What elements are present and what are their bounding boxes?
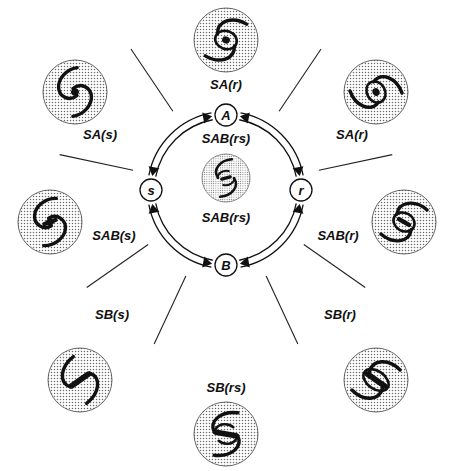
ring-node: A xyxy=(214,103,238,127)
node-letter: A xyxy=(221,109,230,122)
ring-node: s xyxy=(139,178,163,202)
ring-node: B xyxy=(214,253,238,277)
galaxy-type-label: SA(r) xyxy=(334,128,370,143)
galaxy-type-label: SAB(r) xyxy=(315,229,360,244)
galaxy-type-label: SB(r) xyxy=(322,308,358,323)
galaxy-type-label: SAB(s) xyxy=(90,229,137,244)
galaxy-type-label: SA(r) xyxy=(208,78,244,93)
galaxy-type-label: SA(s) xyxy=(81,128,119,143)
galaxy-type-label: SAB(rs) xyxy=(200,211,252,226)
node-letter: B xyxy=(221,259,230,272)
galaxy-type-label: SB(s) xyxy=(93,308,131,323)
node-letter: s xyxy=(147,184,154,197)
ring-node: r xyxy=(289,178,313,202)
galaxy-type-label: SAB(rs) xyxy=(200,132,252,147)
node-letter: r xyxy=(298,184,303,197)
galaxy-type-label: SB(rs) xyxy=(204,381,247,396)
